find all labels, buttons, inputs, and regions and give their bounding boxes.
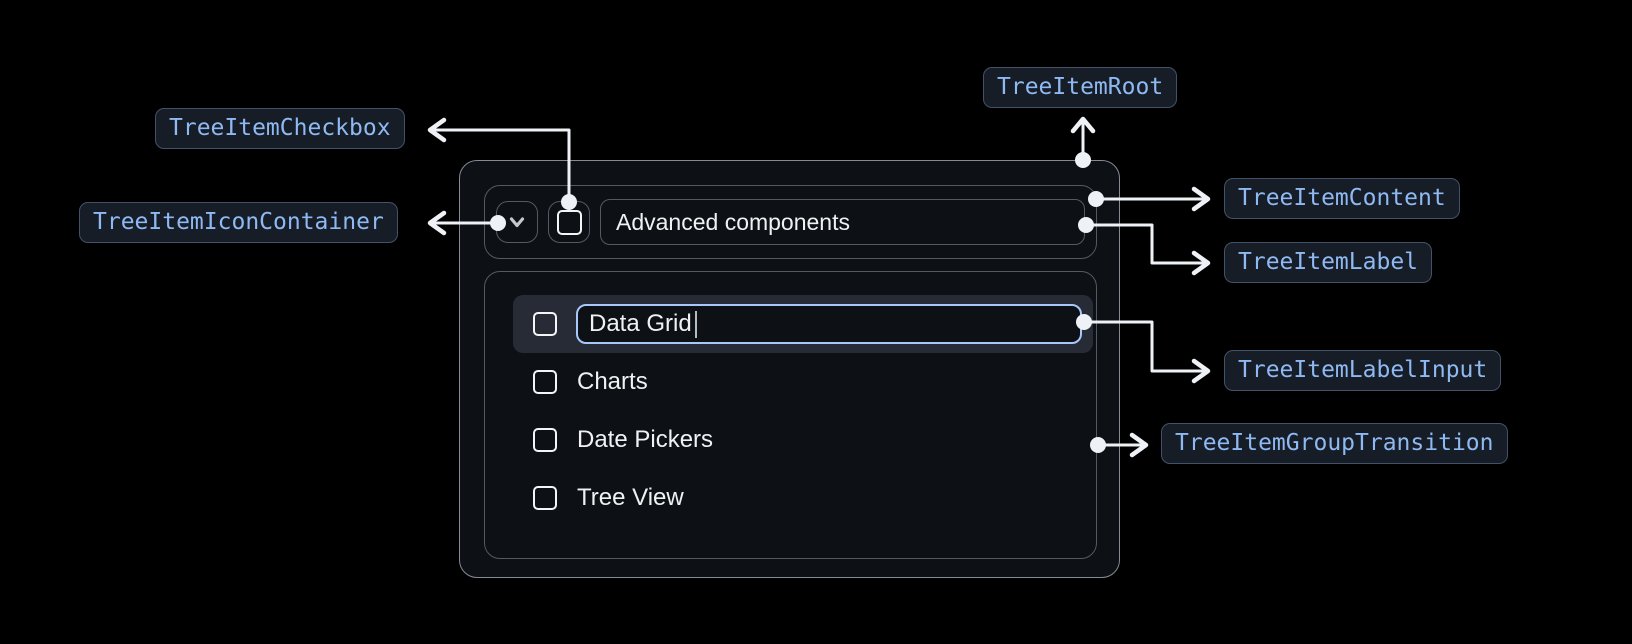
tree-item-label-input[interactable]: Data Grid [576, 304, 1082, 344]
tree-item-row-data-grid[interactable]: Data Grid [513, 295, 1093, 353]
checkbox-unchecked-icon [556, 209, 582, 235]
anatomy-chip-tree-item-checkbox: TreeItemCheckbox [155, 108, 405, 149]
chevron-down-icon [509, 217, 525, 228]
parent-item-label: Advanced components [616, 208, 850, 235]
tree-item-row-tree-view[interactable]: Tree View [513, 469, 1093, 527]
tree-item-label[interactable]: Advanced components [600, 199, 1085, 245]
checkbox-unchecked-icon[interactable] [533, 312, 557, 336]
anatomy-chip-tree-item-label: TreeItemLabel [1224, 242, 1433, 283]
tree-item-checkbox[interactable] [548, 201, 590, 243]
anatomy-chip-tree-item-content: TreeItemContent [1224, 178, 1460, 219]
tree-item-group-transition: Data Grid Charts Date Pickers Tree View [484, 271, 1097, 559]
checkbox-unchecked-icon[interactable] [533, 486, 557, 510]
item-label: Date Pickers [577, 426, 714, 453]
item-label: Tree View [577, 484, 684, 511]
anatomy-chip-tree-item-label-input: TreeItemLabelInput [1224, 350, 1502, 391]
label-input-value: Data Grid [589, 310, 692, 337]
item-label: Charts [577, 368, 648, 395]
tree-item-content[interactable]: Advanced components [484, 185, 1097, 259]
text-cursor [694, 310, 697, 338]
tree-item-row-date-pickers[interactable]: Date Pickers [513, 411, 1093, 469]
tree-item-root-panel: Advanced components Data Grid Charts Dat… [459, 160, 1120, 578]
anatomy-chip-tree-item-root: TreeItemRoot [983, 67, 1178, 108]
tree-item-row-charts[interactable]: Charts [513, 353, 1093, 411]
checkbox-unchecked-icon[interactable] [533, 428, 557, 452]
anatomy-chip-tree-item-icon-container: TreeItemIconContainer [79, 202, 398, 243]
checkbox-unchecked-icon[interactable] [533, 370, 557, 394]
anatomy-chip-tree-item-group-transition: TreeItemGroupTransition [1161, 423, 1508, 464]
tree-item-icon-container[interactable] [496, 201, 538, 243]
